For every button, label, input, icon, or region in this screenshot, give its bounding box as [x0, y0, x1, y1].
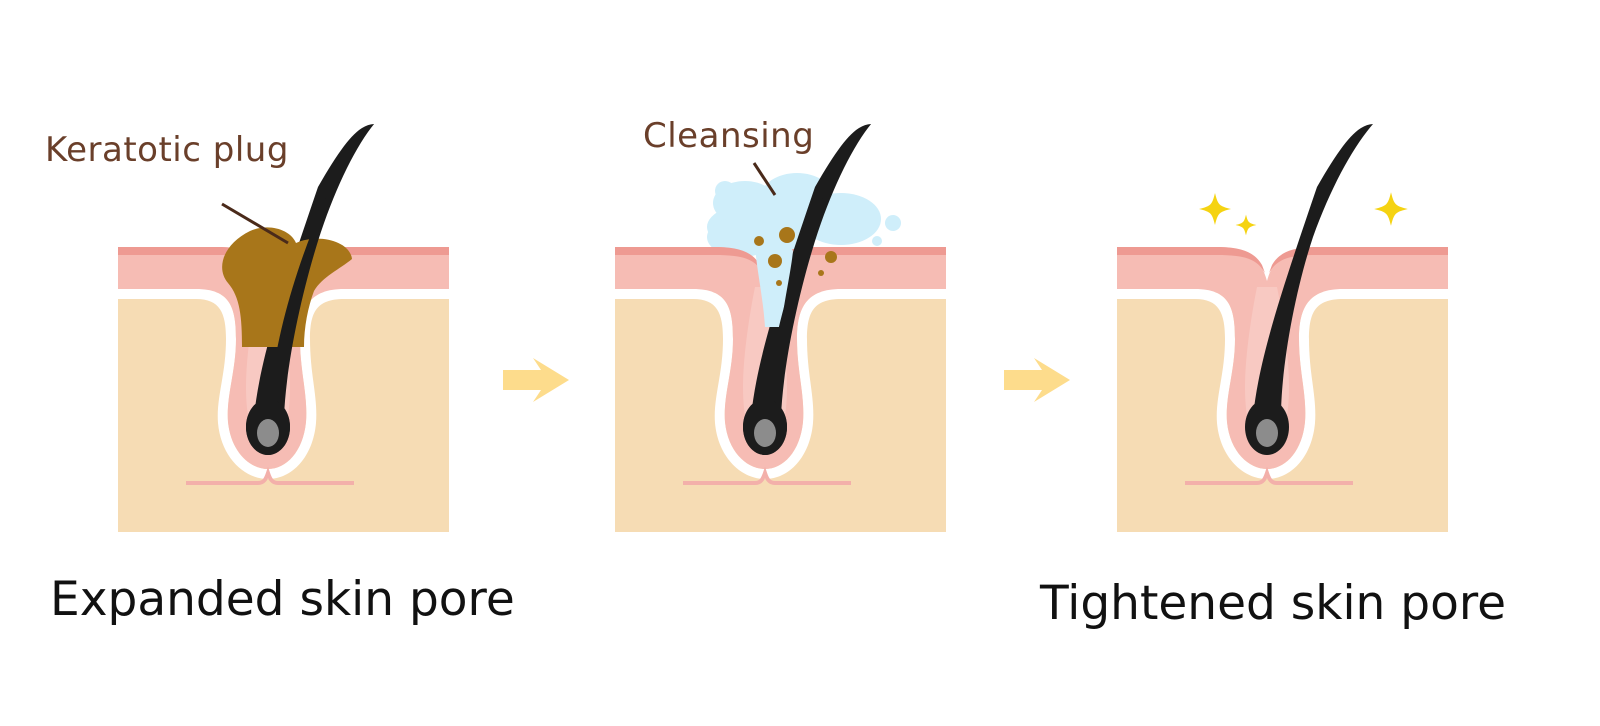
sparkle-icon: [1199, 193, 1231, 225]
panel-cleansing: [613, 122, 948, 534]
expanded-pore-caption: Expanded skin pore: [50, 572, 515, 627]
dirt-particles: [754, 227, 837, 286]
tightened-pore-caption: Tightened skin pore: [1040, 576, 1507, 631]
cleansing-label: Cleansing: [643, 116, 815, 156]
keratotic-plug-label: Keratotic plug: [45, 130, 289, 170]
sparkle-icon: [1374, 192, 1408, 226]
arrow-right-icon: [503, 358, 569, 402]
keratotic-plug: [222, 227, 352, 347]
arrow-right-icon: [1004, 358, 1070, 402]
cleansing-foam: [707, 173, 901, 257]
sparkle-icon: [1235, 214, 1257, 236]
keratotic-plug-leader-line: [221, 202, 289, 245]
panel-expanded-pore: [116, 122, 451, 534]
panel-tightened-pore: [1115, 122, 1450, 534]
cleansing-leader-line: [752, 162, 777, 196]
